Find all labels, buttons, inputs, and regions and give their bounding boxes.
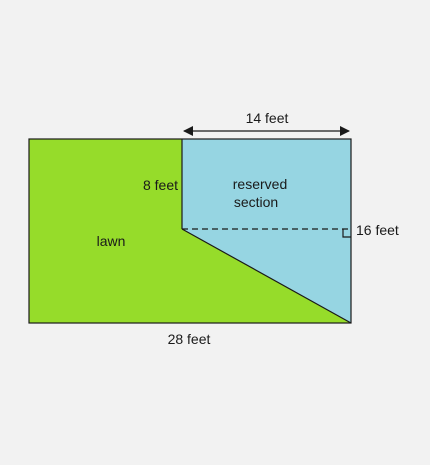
right-angle-marker <box>342 229 351 238</box>
reserved-section-region <box>182 139 351 323</box>
reserved-diagonal-edge <box>181 228 352 324</box>
reserved-label-line2: section <box>234 194 278 210</box>
outer-border <box>28 138 352 324</box>
reserved-label-line1: reserved <box>233 176 287 192</box>
right-height-label: 16 feet <box>356 222 399 238</box>
lawn-label: lawn <box>97 233 126 249</box>
top-width-label: 14 feet <box>246 110 289 126</box>
left-height-label: 8 feet <box>143 177 178 193</box>
bottom-width-label: 28 feet <box>168 331 211 347</box>
